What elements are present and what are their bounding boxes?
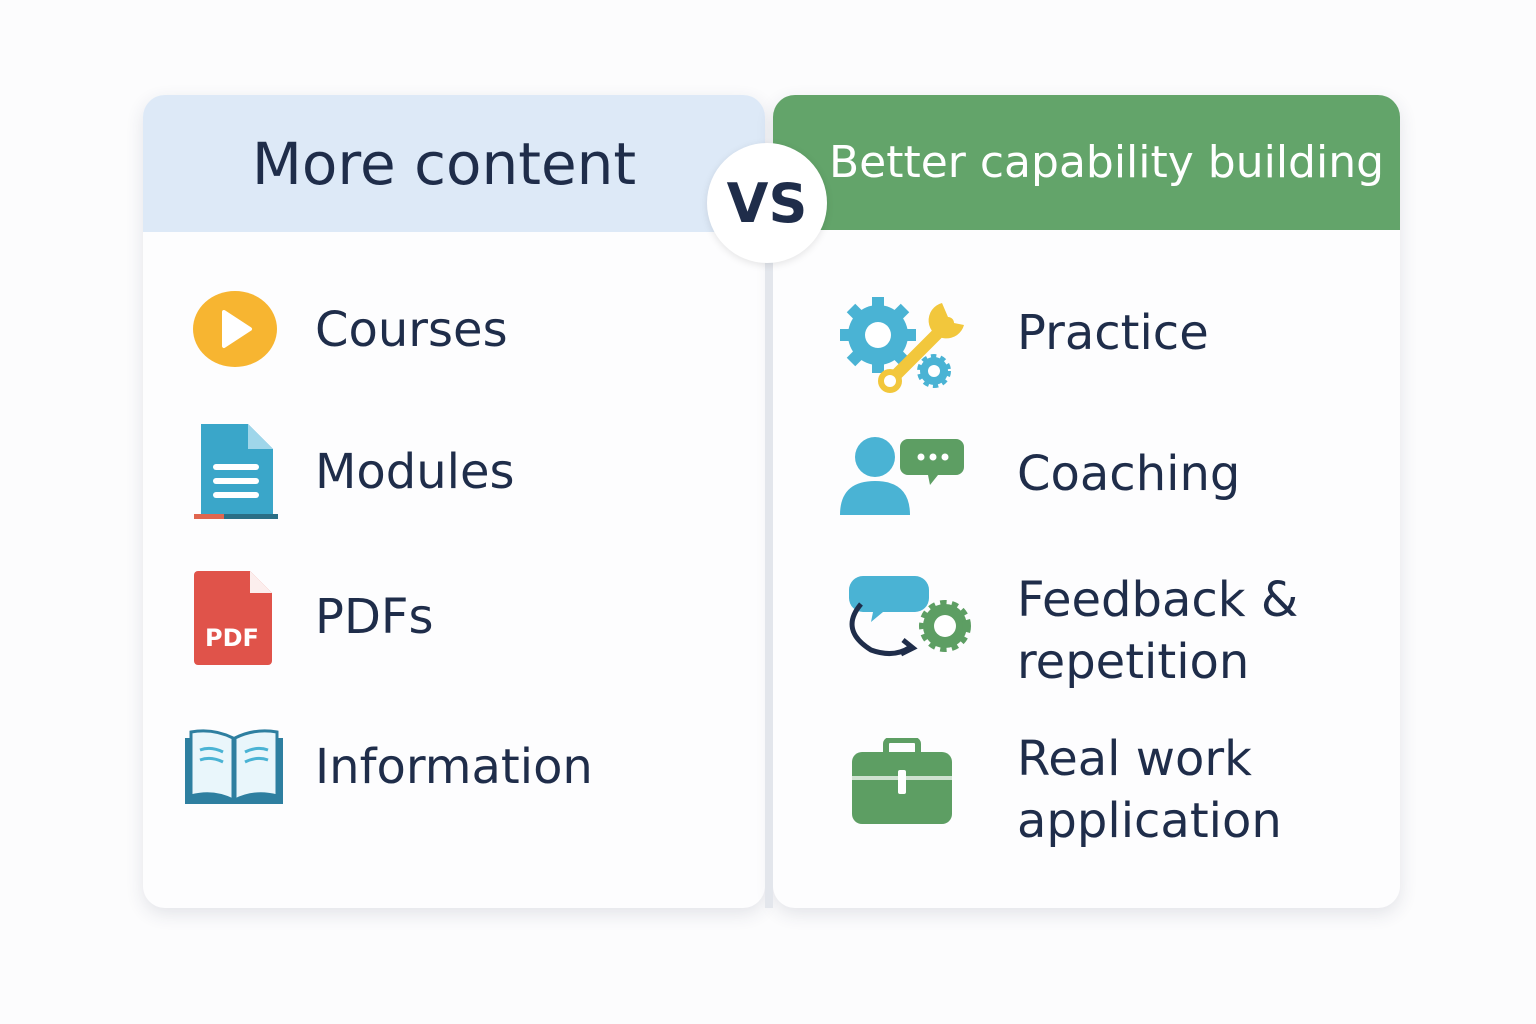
left-title: More content [251,129,637,198]
document-icon [194,424,278,519]
person-chat-icon [840,437,964,515]
item-courses: Courses [315,302,508,358]
right-title: Better capability building [828,137,1385,188]
item-real-work-application: Real work application [1017,731,1282,849]
vs-badge: VS [707,143,827,263]
item-modules: Modules [315,444,515,500]
gears-wrench-icon [840,297,964,393]
pdf-badge-text: PDF [205,624,259,652]
briefcase-icon [852,738,952,824]
play-icon [193,291,277,367]
divider [765,232,773,908]
left-header: More content [143,95,765,232]
book-icon [185,729,283,804]
pdf-icon: PDF [194,571,272,665]
item-coaching: Coaching [1017,446,1241,502]
item-feedback-repetition: Feedback & repetition [1017,572,1299,690]
item-practice: Practice [1017,305,1209,361]
right-header: Better capability building [773,95,1400,230]
item-pdfs: PDFs [315,589,434,645]
feedback-cycle-icon [849,576,971,657]
item-information: Information [315,739,593,795]
